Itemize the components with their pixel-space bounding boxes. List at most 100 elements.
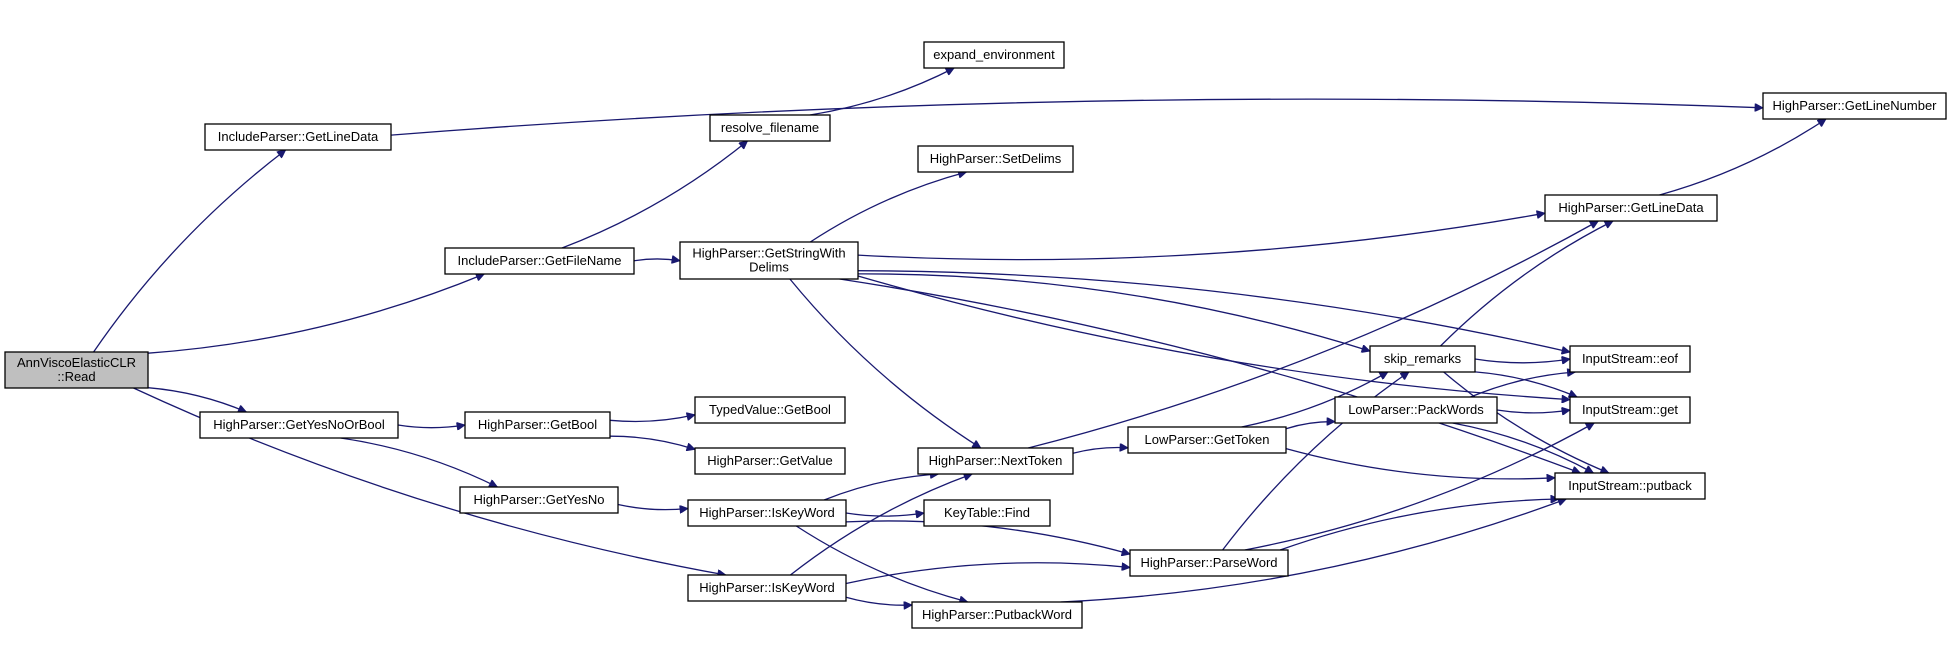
node-box[interactable] — [1554, 472, 1706, 500]
edge-hp_iskw2-to-hp_parseword — [845, 562, 1130, 585]
node-expand[interactable]: expand_environment — [923, 41, 1065, 69]
edge-hp_gsdelims-to-hp_gld — [857, 213, 1545, 261]
node-box[interactable] — [1762, 92, 1947, 120]
node-box[interactable] — [464, 411, 611, 439]
node-hp_iskw1[interactable]: HighParser::IsKeyWord — [687, 499, 847, 527]
node-box[interactable] — [679, 241, 859, 280]
edge-hp_gsdelims-to-skip — [857, 273, 1370, 351]
node-kt_find[interactable]: KeyTable::Find — [923, 499, 1051, 527]
node-label: HighParser::GetLineData — [1558, 200, 1704, 215]
edge-resolve-to-expand — [809, 67, 954, 116]
node-lp_gettoken[interactable]: LowParser::GetToken — [1127, 426, 1287, 454]
edge-hp_iskw1-to-hp_nexttoken — [823, 474, 938, 501]
node-hp_gln[interactable]: HighParser::GetLineNumber — [1762, 92, 1947, 120]
node-label: KeyTable::Find — [944, 505, 1030, 520]
node-root[interactable]: AnnViscoElasticCLR::Read — [4, 351, 149, 389]
node-hp_getyesno[interactable]: HighParser::GetYesNo — [459, 486, 619, 514]
edge-hp_yesnoorbool-to-hp_getyesno — [340, 437, 498, 488]
node-skip[interactable]: skip_remarks — [1369, 345, 1476, 373]
edge-hp_nexttoken-to-lp_gettoken — [1072, 448, 1128, 454]
node-hp_getvalue[interactable]: HighParser::GetValue — [694, 447, 846, 475]
node-box[interactable] — [1369, 345, 1476, 373]
node-is_get[interactable]: InputStream::get — [1569, 396, 1691, 424]
edge-hp_getbool-to-tv_getbool — [609, 415, 695, 423]
node-hp_yesnoorbool[interactable]: HighParser::GetYesNoOrBool — [199, 411, 399, 439]
edge-hp_parseword-to-is_get — [1244, 422, 1594, 551]
node-label: HighParser::IsKeyWord — [699, 505, 835, 520]
edge-root-to-ip_gfn — [147, 274, 484, 354]
node-hp_iskw2[interactable]: HighParser::IsKeyWord — [687, 574, 847, 602]
node-box[interactable] — [1127, 426, 1287, 454]
node-ip_gld[interactable]: IncludeParser::GetLineData — [204, 123, 392, 151]
node-hp_putback[interactable]: HighParser::PutbackWord — [911, 601, 1083, 629]
node-box[interactable] — [1569, 396, 1691, 424]
edge-hp_iskw2-to-hp_nexttoken — [789, 474, 972, 576]
node-box[interactable] — [459, 486, 619, 514]
node-box[interactable] — [687, 499, 847, 527]
node-hp_getbool[interactable]: HighParser::GetBool — [464, 411, 611, 439]
node-is_eof[interactable]: InputStream::eof — [1569, 345, 1691, 373]
edge-lp_gettoken-to-is_putback — [1285, 447, 1555, 479]
node-box[interactable] — [1129, 549, 1289, 577]
node-label: AnnViscoElasticCLR — [17, 355, 136, 370]
node-hp_gld[interactable]: HighParser::GetLineData — [1544, 194, 1718, 222]
node-label: skip_remarks — [1384, 351, 1462, 366]
node-box[interactable] — [4, 351, 149, 389]
node-label: IncludeParser::GetFileName — [457, 253, 621, 268]
node-ip_gfn[interactable]: IncludeParser::GetFileName — [444, 247, 635, 275]
edge-skip-to-is_putback — [1443, 371, 1609, 473]
edge-hp_nexttoken-to-hp_gld — [1028, 220, 1598, 449]
edge-ip_gfn-to-hp_gsdelims — [633, 259, 680, 261]
node-box[interactable] — [923, 499, 1051, 527]
node-label: HighParser::GetBool — [478, 417, 597, 432]
edge-hp_gsdelims-to-hp_nexttoken — [789, 278, 981, 449]
node-lp_pack[interactable]: LowParser::PackWords — [1334, 396, 1498, 424]
edge-hp_iskw2-to-hp_putback — [845, 596, 912, 605]
node-hp_parseword[interactable]: HighParser::ParseWord — [1129, 549, 1289, 577]
node-label: HighParser::GetLineNumber — [1772, 98, 1937, 113]
node-label: InputStream::eof — [1582, 351, 1678, 366]
node-box[interactable] — [687, 574, 847, 602]
node-box[interactable] — [694, 447, 846, 475]
node-label: LowParser::PackWords — [1348, 402, 1484, 417]
node-box[interactable] — [204, 123, 392, 151]
node-tv_getbool[interactable]: TypedValue::GetBool — [694, 396, 846, 424]
node-label: TypedValue::GetBool — [709, 402, 831, 417]
node-label: resolve_filename — [721, 120, 819, 135]
node-hp_nexttoken[interactable]: HighParser::NextToken — [917, 447, 1074, 475]
node-box[interactable] — [199, 411, 399, 439]
edge-hp_gld-to-hp_gln — [1659, 118, 1827, 196]
node-label: LowParser::GetToken — [1144, 432, 1269, 447]
call-edges — [93, 67, 1827, 605]
edge-hp_putback-to-is_putback — [1060, 499, 1566, 603]
node-label: HighParser::GetYesNoOrBool — [213, 417, 385, 432]
edge-hp_gsdelims-to-is_get — [857, 275, 1570, 400]
node-box[interactable] — [917, 145, 1074, 173]
node-label: HighParser::IsKeyWord — [699, 580, 835, 595]
node-box[interactable] — [917, 447, 1074, 475]
node-box[interactable] — [1569, 345, 1691, 373]
node-is_putback[interactable]: InputStream::putback — [1554, 472, 1706, 500]
node-box[interactable] — [694, 396, 846, 424]
node-box[interactable] — [444, 247, 635, 275]
node-box[interactable] — [1544, 194, 1718, 222]
edge-lp_pack-to-is_get — [1496, 410, 1570, 413]
edge-hp_yesnoorbool-to-hp_getbool — [397, 425, 465, 428]
node-label: Delims — [749, 260, 789, 275]
node-resolve[interactable]: resolve_filename — [709, 114, 831, 142]
node-label: InputStream::get — [1582, 402, 1678, 417]
edge-hp_parseword-to-skip — [1222, 371, 1409, 551]
node-label: HighParser::ParseWord — [1140, 555, 1277, 570]
function-nodes: AnnViscoElasticCLR::Read IncludeParser::G… — [4, 41, 1947, 629]
node-box[interactable] — [923, 41, 1065, 69]
edge-hp_gsdelims-to-is_putback — [839, 278, 1581, 473]
edge-skip-to-hp_gld — [1440, 220, 1614, 347]
node-hp_setdelims[interactable]: HighParser::SetDelims — [917, 145, 1074, 173]
node-box[interactable] — [911, 601, 1083, 629]
node-box[interactable] — [1334, 396, 1498, 424]
edge-root-to-hp_yesnoorbool — [147, 387, 246, 412]
node-box[interactable] — [709, 114, 831, 142]
edge-hp_gsdelims-to-is_eof — [857, 270, 1570, 352]
